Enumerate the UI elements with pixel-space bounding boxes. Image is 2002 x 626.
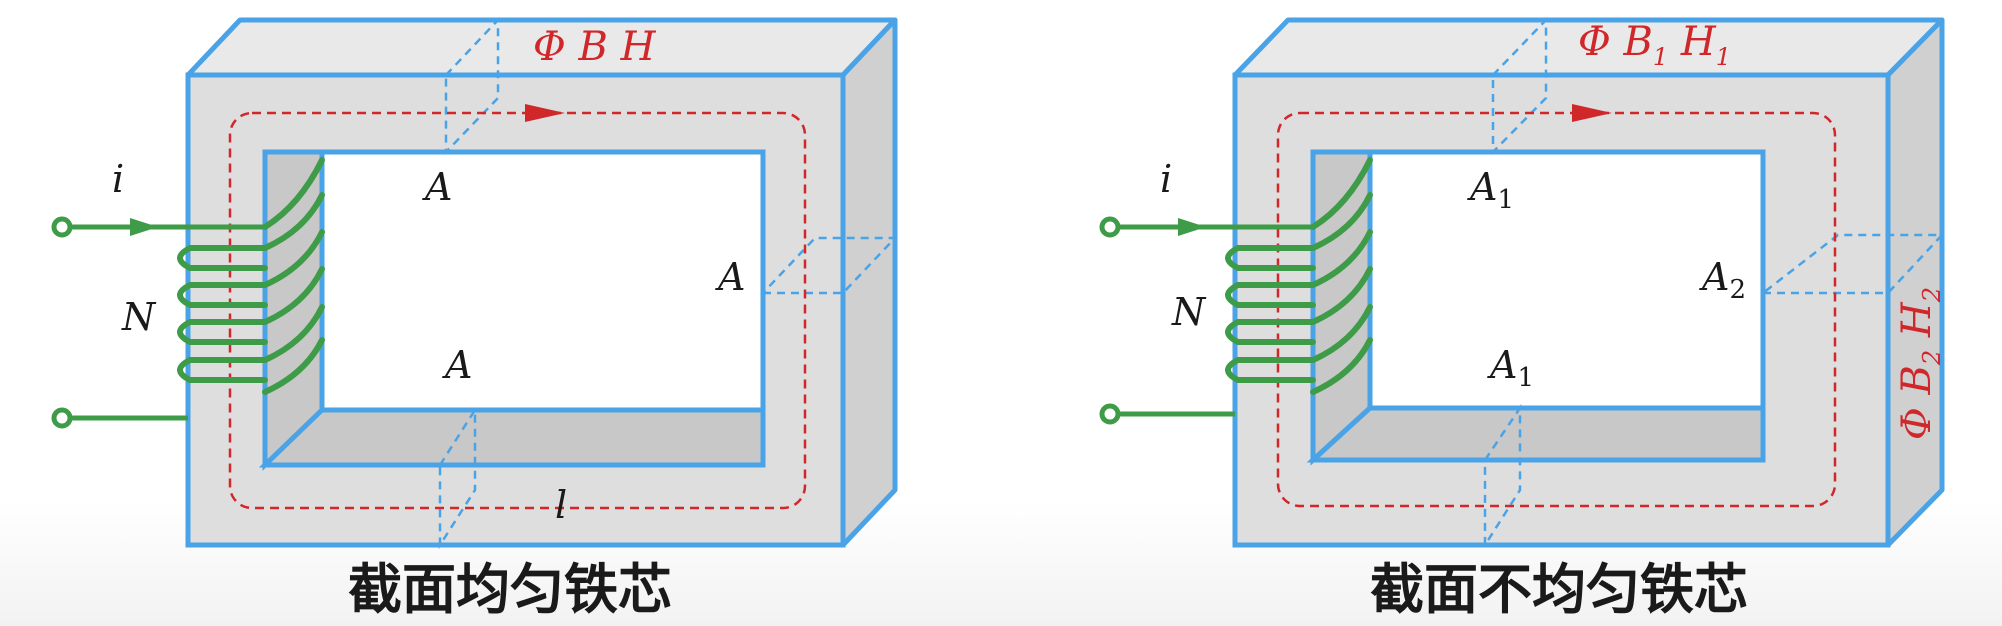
- left-area-top-label: A: [422, 165, 452, 209]
- left-window-bottom-depth: [258, 407, 766, 468]
- right-core-side-face: [1885, 17, 1945, 548]
- right-terminal-bottom: [1099, 403, 1121, 425]
- right-coil: [1099, 157, 1373, 425]
- left-current-label: i: [112, 157, 124, 201]
- right-caption: 截面不均匀铁芯: [1370, 558, 1748, 621]
- left-core-diagram: i N Φ B H A A A l 截面均匀铁芯: [51, 16, 898, 621]
- left-length-label: l: [555, 483, 567, 527]
- right-area-bottom-sub: 1: [1517, 363, 1534, 393]
- right-flux-top-mid: H: [1668, 19, 1717, 65]
- right-area-bottom-main: A: [1487, 343, 1517, 387]
- left-terminal-bottom: [51, 407, 73, 429]
- right-flux-top-sub2: 1: [1716, 43, 1731, 71]
- right-current-label: i: [1160, 157, 1172, 201]
- left-caption: 截面均匀铁芯: [348, 558, 672, 621]
- right-flux-top-sub1: 1: [1653, 43, 1668, 71]
- right-section-top: [1491, 16, 1548, 156]
- right-flux-side-sub1: 2: [1918, 350, 1946, 366]
- left-section-bottom: [438, 405, 477, 550]
- right-flux-path: [1276, 111, 1837, 508]
- right-area-right-sub: 2: [1729, 275, 1746, 305]
- left-flux-label: Φ B H: [533, 24, 657, 70]
- left-coil: [51, 157, 325, 429]
- right-flux-top-label: Φ B1 H1: [1578, 19, 1731, 71]
- right-flux-side-mid: H: [1894, 301, 1940, 350]
- left-section-right: [760, 236, 898, 295]
- right-section-right: [1759, 233, 1945, 295]
- left-area-bottom-label: A: [442, 343, 472, 387]
- right-turns-label: N: [1171, 290, 1207, 334]
- left-section-top: [444, 16, 500, 156]
- right-terminal-top: [1099, 216, 1121, 238]
- right-section-bottom: [1483, 403, 1522, 550]
- left-current-arrow: [130, 218, 158, 236]
- right-flux-side-sub2: 2: [1918, 287, 1946, 303]
- right-flux-side-main: Φ B: [1894, 365, 1940, 440]
- right-area-top-label: A1: [1467, 165, 1514, 215]
- right-area-top-main: A: [1467, 165, 1497, 209]
- left-turns-label: N: [121, 295, 157, 339]
- right-current-arrow: [1178, 218, 1206, 236]
- right-flux-side-label: Φ B2 H2: [1894, 287, 1946, 440]
- left-area-right-label: A: [715, 255, 745, 299]
- left-terminal-top: [51, 216, 73, 238]
- left-core-side-face: [840, 17, 898, 548]
- left-flux-path: [228, 111, 807, 510]
- right-area-right-main: A: [1699, 255, 1729, 299]
- right-flux-top-main: Φ B: [1578, 19, 1653, 65]
- right-area-top-sub: 1: [1497, 185, 1514, 215]
- right-window-bottom-depth: [1306, 405, 1766, 463]
- right-flux-arrow: [1572, 104, 1612, 122]
- right-core-diagram: i N Φ B1 H1 Φ B2 H2 A1 A2 A1 截面不均匀铁芯: [1099, 16, 1946, 621]
- right-area-right-label: A2: [1699, 255, 1746, 305]
- left-flux-arrow: [525, 104, 565, 122]
- right-area-bottom-label: A1: [1487, 343, 1534, 393]
